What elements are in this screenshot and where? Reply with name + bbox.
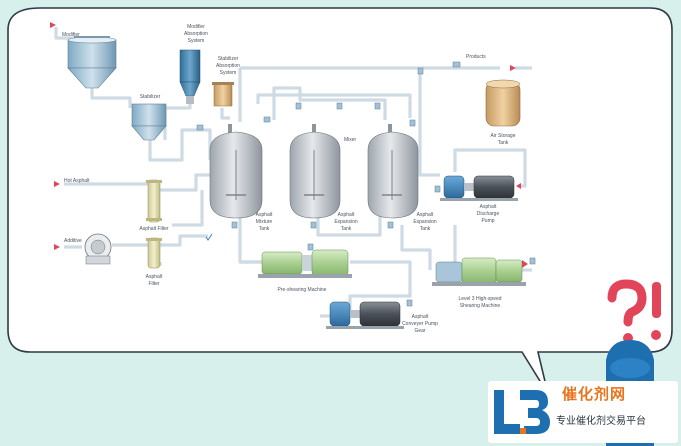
flow-arrows (50, 22, 528, 268)
label-additive: Additive (64, 238, 82, 244)
modifier-tank (67, 36, 117, 89)
label-high-speed-1: Level 3 High-speed (458, 296, 501, 302)
label-modifier-absorption-2: Absorption (184, 31, 208, 37)
label-modifier-absorption-1: Modifier (187, 24, 205, 30)
label-filter-2b: Filter (148, 281, 159, 287)
label-stabilizer-absorption-2: Absorption (216, 63, 240, 69)
label-expansion1-2: Expansion (334, 219, 358, 225)
stabilizer-absorption-system (212, 82, 234, 107)
brand-logo-icon (494, 390, 550, 434)
label-air-storage-2: Tank (498, 140, 509, 146)
asphalt-expansion-tank-1 (289, 124, 341, 219)
pipe-network (54, 27, 532, 318)
label-stabilizer: Stabilizer (140, 94, 161, 100)
asphalt-expansion-tank-2 (367, 124, 419, 219)
arrow-additive-in (54, 244, 60, 250)
small-check-icon (205, 233, 213, 241)
label-discharge-1: Asphalt (480, 204, 497, 210)
asphalt-filter-2 (146, 237, 162, 269)
label-expansion1-1: Asphalt (338, 212, 355, 218)
asphalt-discharge-pump (440, 175, 518, 201)
label-hot-asphalt: Hot Asphalt (64, 178, 90, 184)
label-conveyer-1: Asphalt (412, 314, 429, 320)
label-products: Products (466, 54, 486, 60)
asphalt-mixture-tank (209, 124, 263, 219)
label-conveyer-2: Conveyer Pump (402, 321, 438, 327)
label-expansion1-3: Tank (341, 226, 352, 232)
air-storage-tank (485, 79, 521, 127)
label-filter-2a: Asphalt (146, 274, 163, 280)
label-mixer: Mixer (344, 137, 357, 143)
arrow-products-out (510, 65, 516, 71)
brand-name: 催化剂网 (562, 385, 627, 403)
label-discharge-2: Discharge (477, 211, 500, 217)
label-filter-1: Asphalt Filter (139, 226, 169, 232)
stabilizer-tank (131, 103, 167, 141)
label-mixture-1: Asphalt (256, 212, 273, 218)
label-expansion2-1: Asphalt (417, 212, 434, 218)
label-air-storage-1: Air Storage (490, 133, 515, 139)
label-stabilizer-absorption-3: System (220, 70, 237, 76)
label-mixture-2: Mixture (256, 219, 273, 225)
question-exclamation-icon (607, 279, 661, 343)
high-speed-shearing-machine (432, 257, 526, 286)
label-discharge-3: Pump (481, 218, 494, 224)
label-modifier-absorption-3: System (188, 38, 205, 44)
label-conveyer-3: Gear (414, 328, 425, 334)
asphalt-conveyer-pump (326, 301, 404, 329)
arrow-discharge (516, 183, 521, 189)
label-modifier: Modifier (62, 32, 80, 38)
arrow-modifier-in (50, 22, 56, 28)
label-stabilizer-absorption-1: Stabilizer (218, 56, 239, 62)
label-expansion2-2: Expansion (413, 219, 437, 225)
arrow-shearing-out (522, 260, 528, 268)
modifier-absorption-system (179, 49, 201, 104)
diagram-labels: Modifier Modifier Absorption System Stab… (62, 24, 516, 334)
label-expansion2-3: Tank (420, 226, 431, 232)
additive-pump (84, 233, 112, 265)
label-mixture-3: Tank (259, 226, 270, 232)
pre-shearing-machine (258, 249, 352, 278)
brand-tagline: 专业催化剂交易平台 (556, 416, 646, 427)
label-pre-shearing: Pre-shearing Machine (278, 287, 327, 293)
valve-markers (196, 61, 536, 307)
label-high-speed-2: Shearing Machine (460, 303, 501, 309)
arrow-hot-asphalt-in (54, 181, 60, 187)
asphalt-filter-1 (146, 179, 162, 223)
